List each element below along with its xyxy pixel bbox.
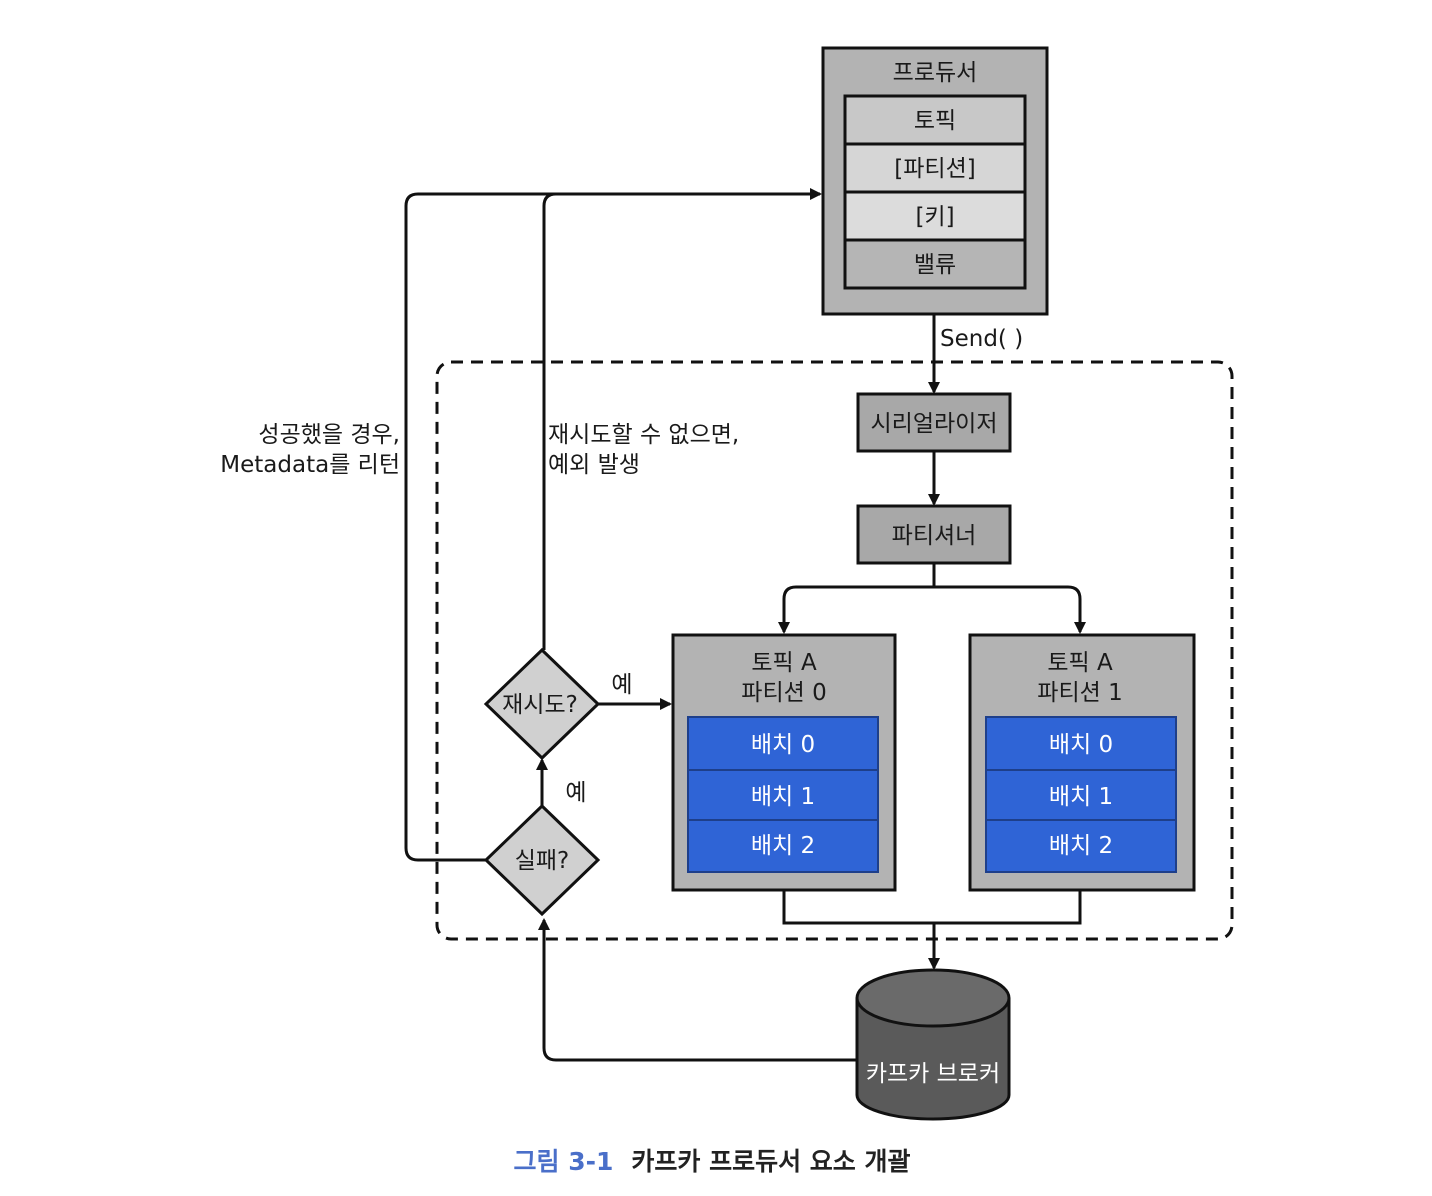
retry-yes-label: 예 [611,672,632,698]
fail-decision [483,803,601,917]
serializer-label: 시리얼라이저 [871,411,998,437]
retry-decision-label: 재시도? [502,692,578,718]
partitioner-split-line [778,563,936,634]
partition-1-title-line2: 파티션 1 [1037,680,1122,706]
fail-yes-label: 예 [565,780,586,806]
partition-1-title-line1: 토픽 A [1047,650,1113,676]
partition-0-batch-2: 배치 2 [751,833,815,859]
success-label-line1: 성공했을 경우, [258,422,400,448]
partitioner-label: 파티셔너 [892,523,977,549]
send-label: Send( ) [940,326,1023,352]
partition-1-batch-2: 배치 2 [1049,833,1113,859]
partitioner-split-line-right [934,585,1086,634]
kafka-broker: 카프카 브로커 [855,968,1011,1121]
broker-label: 카프카 브로커 [866,1061,1000,1087]
caption-text: 카프카 프로듀서 요소 개괄 [631,1147,910,1176]
broker-to-fail-arrow [538,918,857,1062]
field-value: 밸류 [914,252,956,278]
partition-0-box: 토픽 A 파티션 0 배치 0 배치 1 배치 2 [671,633,897,892]
caption-number: 그림 3-1 [514,1147,614,1176]
partition-0-batch-1: 배치 1 [751,784,815,810]
retry-decision [483,647,601,761]
partition-0-title-line1: 토픽 A [751,650,817,676]
partition-0-title-line2: 파티션 0 [741,680,826,706]
partitions-merge-line [782,890,1082,925]
success-label-line2: Metadata를 리턴 [220,452,400,478]
partition-0-batch-0: 배치 0 [751,732,815,758]
partition-1-box: 토픽 A 파티션 1 배치 0 배치 1 배치 2 [968,633,1196,892]
field-key: [키] [915,204,954,230]
producer-record: 프로듀서 토픽 [파티션] [키] 밸류 [821,46,1049,316]
no-retry-label-line2: 예외 발생 [548,452,640,478]
figure-caption: 그림 3-1 카프카 프로듀서 요소 개괄 [514,1147,911,1176]
field-topic: 토픽 [914,108,956,134]
success-return-arrow [404,192,556,862]
partition-1-batch-1: 배치 1 [1049,784,1113,810]
field-partition: [파티션] [894,156,975,182]
no-retry-label-line1: 재시도할 수 없으면, [548,422,739,448]
producer-internals-boundary [435,360,1234,941]
fail-decision-label: 실패? [515,848,570,874]
partition-1-batch-0: 배치 0 [1049,732,1113,758]
producer-title: 프로듀서 [893,60,978,86]
serializer-box [856,392,1012,453]
